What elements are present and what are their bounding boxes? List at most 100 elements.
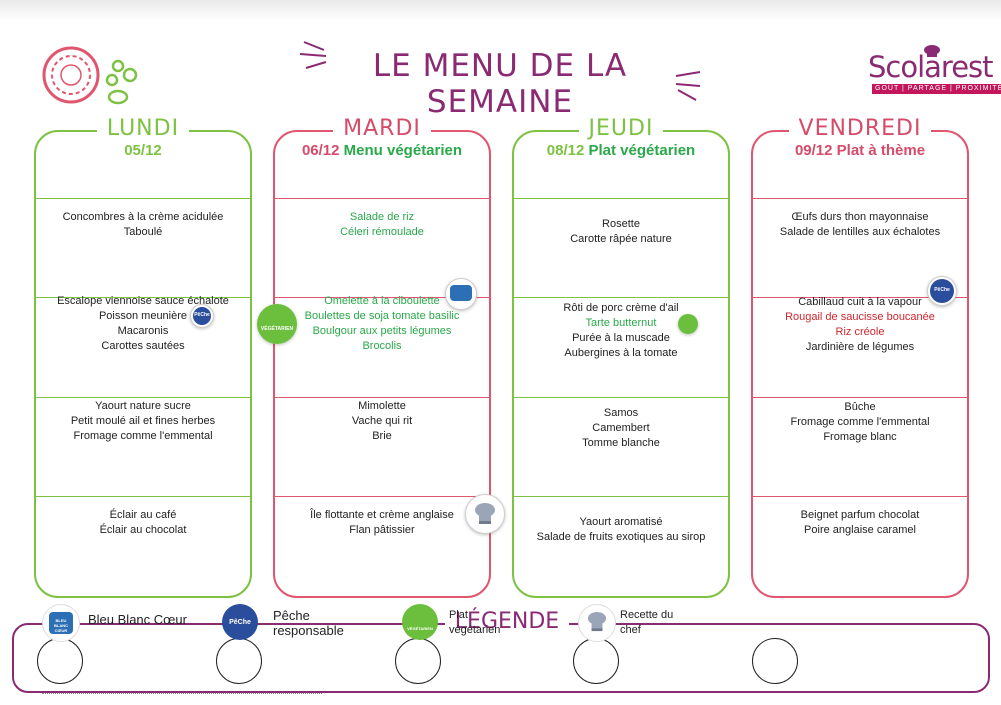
legend-checkbox[interactable] (752, 638, 798, 684)
title-spark-right-icon (675, 71, 701, 101)
legend-label: Bleu Blanc Cœur (88, 612, 187, 627)
section-divider (275, 297, 489, 298)
legend-checkbox[interactable] (573, 638, 619, 684)
day-subtitle: 09/12 Plat à thème (751, 142, 969, 159)
dish-item: Omelette à la ciboulette (324, 295, 440, 307)
dish-item: Macaronis (117, 325, 169, 337)
dessert-section: Éclair au café Éclair au chocolat (34, 508, 252, 538)
vegetarian-badge (678, 314, 698, 334)
legend-label: Plat végétarien (449, 609, 501, 636)
top-bar (0, 0, 1001, 22)
dish-item: Île flottante et crème anglaise (310, 509, 454, 521)
dish-item: Œufs durs thon mayonnaise (791, 211, 929, 223)
dish-item: Riz créole (835, 326, 885, 338)
dessert-section: Île flottante et crème anglaise Flan pât… (273, 508, 491, 538)
day-column-frame (273, 130, 491, 598)
dish-item: Bûche (844, 401, 876, 413)
title-spark-left-icon (300, 41, 327, 69)
dish-item: Escalope viennoise sauce échalote (57, 295, 229, 307)
section-divider (275, 198, 489, 199)
fish-icon: PêChe (193, 307, 211, 325)
section-divider (36, 297, 250, 298)
peche-logo-text: PêChe (229, 619, 251, 626)
day-date: 09/12 (794, 142, 833, 159)
dish-item: Boulettes de soja tomate basilic (304, 310, 460, 322)
dessert-section: Yaourt aromatisé Salade de fruits exotiq… (512, 515, 730, 545)
dish-item: Purée à la muscade (572, 332, 670, 344)
vegetarian-leaf-icon (678, 314, 698, 334)
starter-section: Salade de riz Céleri rémoulade (273, 210, 491, 240)
dish-item: Salade de riz (349, 211, 415, 223)
day-subtitle: 08/12 Plat végétarien (512, 142, 730, 159)
dish-item: Yaourt aromatisé (579, 516, 663, 528)
main-section: Escalope viennoise sauce échalote Poisso… (34, 294, 252, 354)
scolarest-logo: Scolarest GOÛT | PARTAGE | PROXIMITÉ (864, 44, 1001, 96)
peche-badge: PêChe (190, 304, 214, 328)
dish-item: Petit moulé ail et fines herbes (70, 415, 216, 427)
day-date: 08/12 (546, 142, 585, 159)
legend-label: Recette du chef (620, 609, 674, 636)
day-subtitle: 06/12 Menu végétarien (273, 142, 491, 159)
brand-name: Scolarest (868, 50, 994, 84)
dish-item: Carotte râpée nature (570, 233, 672, 245)
dish-item: Brie (372, 430, 392, 442)
dish-item: Brocolis (362, 340, 402, 352)
dish-item: Fromage comme l'emmental (790, 416, 930, 428)
day-column-frame (512, 130, 730, 598)
legend-checkbox[interactable] (216, 638, 262, 684)
section-divider (753, 297, 967, 298)
dish-item: Mimolette (358, 400, 406, 412)
bleu-blanc-coeur-badge (445, 278, 477, 310)
dish-item: Yaourt nature sucre (95, 400, 191, 412)
section-divider (275, 397, 489, 398)
dish-item: Poisson meunière (98, 310, 188, 322)
dish-item: Carottes sautées (101, 340, 185, 352)
footer-dotted-line (42, 693, 322, 694)
dish-item: Taboulé (123, 226, 163, 238)
fish-icon: PêChe (930, 279, 954, 303)
section-divider (753, 496, 967, 497)
dish-item: Rôti de porc crème d'ail (563, 302, 679, 314)
chef-hat-icon (587, 612, 607, 632)
day-name: VENDREDI (751, 116, 969, 141)
dish-item: Beignet parfum chocolat (800, 509, 920, 521)
main-section: Omelette à la ciboulette Boulettes de so… (273, 294, 491, 354)
peche-responsable-icon: PêChe (222, 604, 258, 640)
bbc-logo-text: BLEU BLANC CŒUR (49, 612, 73, 634)
day-column-jeudi: JEUDI 08/12 Plat végétarien Rosette Caro… (512, 116, 730, 598)
section-divider (753, 198, 967, 199)
day-column-lundi: LUNDI 05/12 Concombres à la crème acidul… (34, 116, 252, 598)
plate-logo-icon (42, 46, 138, 105)
day-subtitle: 05/12 (34, 142, 252, 159)
chef-recipe-badge (465, 494, 505, 534)
day-name: LUNDI (34, 116, 252, 141)
legend-checkbox[interactable] (395, 638, 441, 684)
dish-item: Éclair au café (109, 509, 177, 521)
brand-tagline: GOÛT | PARTAGE | PROXIMITÉ (872, 84, 1001, 94)
bleu-blanc-coeur-icon: BLEU BLANC CŒUR (42, 604, 80, 642)
section-divider (753, 397, 967, 398)
dish-item: Vache qui rit (351, 415, 413, 427)
dish-item: Rosette (602, 218, 640, 230)
dish-item: Aubergines à la tomate (564, 347, 678, 359)
legend-label: Pêche responsable (273, 608, 344, 638)
day-name: JEUDI (512, 116, 730, 141)
dish-item: Camembert (592, 422, 650, 434)
vegetarian-leaf-icon: VÉGÉTARIEN (257, 304, 297, 344)
section-divider (514, 397, 728, 398)
dish-item: Flan pâtissier (349, 524, 415, 536)
dish-item: Samos (603, 407, 639, 419)
day-column-frame (34, 130, 252, 598)
chef-recipe-icon (578, 604, 616, 642)
legend-checkbox[interactable] (37, 638, 83, 684)
section-divider (36, 198, 250, 199)
dessert-section: Beignet parfum chocolat Poire anglaise c… (751, 508, 969, 538)
day-column-frame (751, 130, 969, 598)
legend-title: LÉGENDE (422, 609, 592, 634)
page-title: LE MENU DE LA SEMAINE (372, 48, 628, 120)
bbc-logo-icon (450, 285, 472, 301)
section-divider (514, 297, 728, 298)
vegetarian-icon: VÉGÉTARIEN (402, 604, 438, 640)
section-divider (514, 198, 728, 199)
cheese-section: Mimolette Vache qui rit Brie (273, 399, 491, 444)
